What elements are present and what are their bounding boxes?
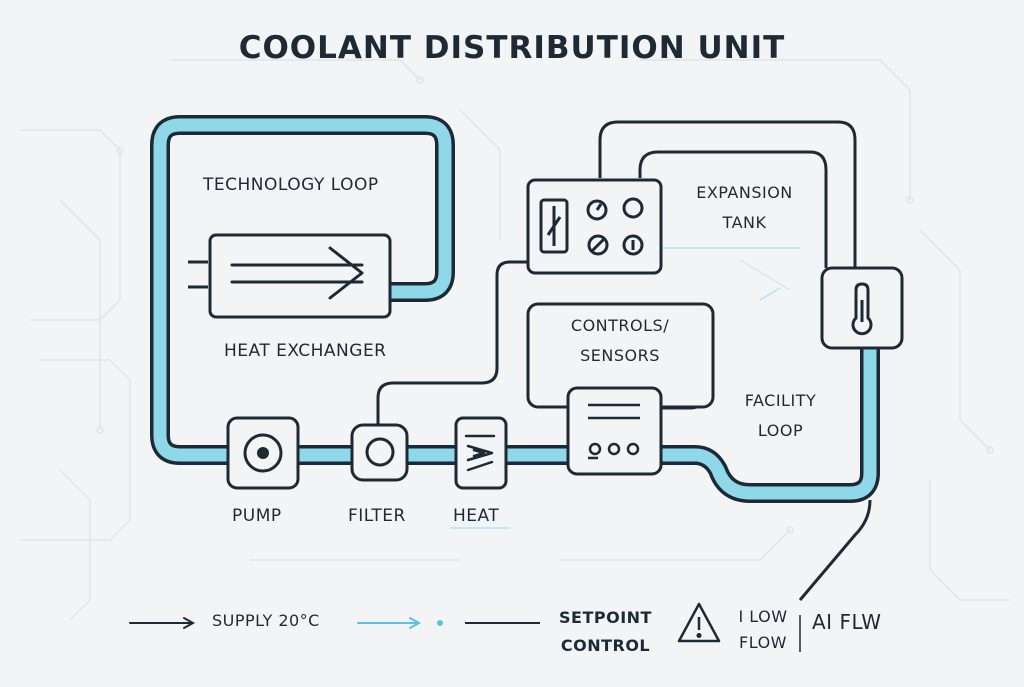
accent-lines [450, 247, 800, 529]
legend-setpoint-line2: CONTROL [560, 636, 651, 655]
expansion-tank-label-line2: TANK [722, 213, 767, 232]
warning-icon [677, 602, 721, 643]
controller-icon [588, 403, 640, 460]
control-panel-icon [539, 197, 644, 256]
thermometer-sensor[interactable] [820, 266, 904, 350]
legend-setpoint-label: SETPOINT CONTROL [548, 604, 663, 660]
page-title: COOLANT DISTRIBUTION UNIT [238, 30, 786, 66]
technology-loop-label: TECHNOLOGY LOOP [203, 175, 379, 195]
expansion-tank-panel[interactable] [526, 178, 663, 275]
legend-low-flow-line1: I LOW [738, 607, 788, 626]
legend-ai-flw-label: AI FLW [812, 610, 882, 634]
legend-setpoint-line1: SETPOINT [559, 608, 652, 627]
pump[interactable] [226, 416, 300, 490]
facility-loop-label-line1: FACILITY [744, 391, 817, 410]
pump-label: PUMP [232, 506, 282, 526]
legend-supply-label: SUPPLY 20°C [212, 611, 320, 630]
facility-loop-lines [598, 120, 872, 601]
legend-graphics [129, 602, 801, 652]
filter-icon [365, 437, 395, 467]
filter-label: FILTER [348, 506, 406, 526]
heat-exchanger-label: HEAT EXCHANGER [224, 341, 387, 361]
controls-sensors-label-line1: CONTROLS/ [570, 316, 670, 335]
arrow-right-icon [230, 246, 364, 300]
controls-sensors-label-line2: SENSORS [580, 346, 660, 365]
pump-icon [243, 433, 283, 473]
controller-unit[interactable] [566, 386, 663, 476]
heat-label: HEAT [453, 506, 500, 526]
technology-loop-pipe [150, 115, 880, 503]
legend-low-flow-label: I LOW FLOW [728, 604, 798, 656]
return-arrow-icon [357, 617, 422, 629]
expansion-tank-label-line1: EXPANSION [696, 183, 793, 202]
filter[interactable] [350, 423, 409, 482]
facility-loop-label: FACILITY LOOP [718, 386, 843, 446]
supply-arrow-icon [129, 617, 196, 629]
legend-low-flow-line2: FLOW [739, 633, 787, 652]
controls-sensors-label: CONTROLS/ SENSORS [540, 311, 700, 371]
heat-unit[interactable] [454, 416, 508, 490]
flow-dot-icon [437, 620, 443, 626]
heat-exchanger [188, 233, 392, 319]
expansion-tank-label: EXPANSION TANK [682, 178, 807, 238]
facility-loop-label-line2: LOOP [757, 421, 804, 440]
background-circuit-traces [20, 59, 1010, 621]
heat-icon [464, 434, 496, 472]
thermometer-icon [851, 282, 873, 336]
